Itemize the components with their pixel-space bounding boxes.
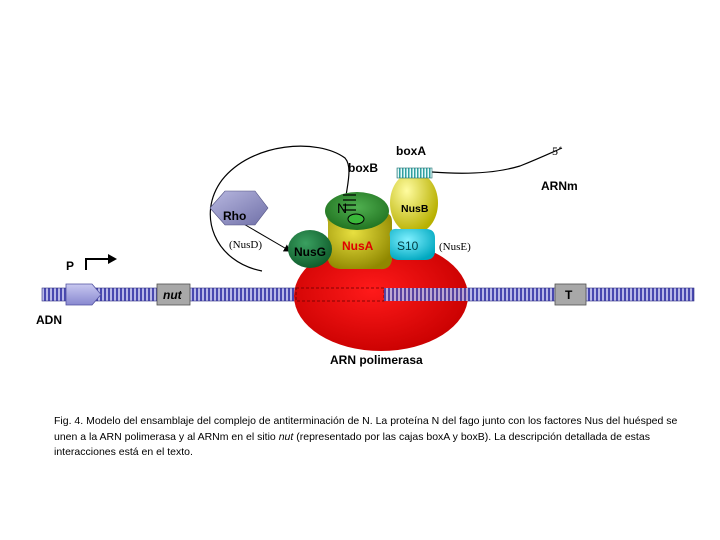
caption-italic: nut [278,430,294,443]
label-arnm: ARNm [541,179,578,193]
label-five-prime: 5´ [552,144,562,158]
dna-emerging [384,288,468,301]
label-boxb: boxB [348,161,378,175]
label-adn: ADN [36,313,62,327]
transcription-start-arrowhead [108,254,117,264]
dna-inside-polymerase [295,287,385,302]
caption-part1: Fig. 4. Modelo del ensamblaje del comple… [54,415,678,443]
label-p: P [66,259,74,273]
boxb-hairpin [343,194,356,211]
terminator-box [554,283,587,306]
label-nusd: (NusD) [229,239,262,251]
nut-box [156,283,191,306]
label-nusa: NusA [342,239,374,253]
s10-protein [389,228,435,260]
boxb-loop [347,213,365,225]
label-nut: nut [163,288,183,302]
transcription-start-arrow [85,258,110,270]
label-rho: Rho [223,209,246,223]
caption-part2: (representado por las cajas boxA y boxB)… [54,430,650,459]
rho-protein [209,190,269,226]
label-n: N [337,200,347,216]
boxa-box [396,167,433,179]
rna-loop-line [209,145,350,272]
label-t: T [565,288,573,302]
label-boxa: boxA [396,144,426,158]
label-nusg: NusG [294,245,326,259]
label-nusb: NusB [401,203,429,215]
label-s10: S10 [397,239,419,253]
n-protein [325,192,389,230]
figure-caption: Fig. 4. Modelo del ensamblaje del comple… [54,414,684,461]
rho-to-nusg-arrow [241,222,291,252]
label-arn-polimerasa: ARN polimerasa [330,353,423,367]
nusg-protein [288,230,332,268]
mrna-line [431,147,563,174]
label-nuse: (NusE) [439,241,471,253]
promoter-box [65,283,102,306]
nusb-protein [390,172,438,234]
